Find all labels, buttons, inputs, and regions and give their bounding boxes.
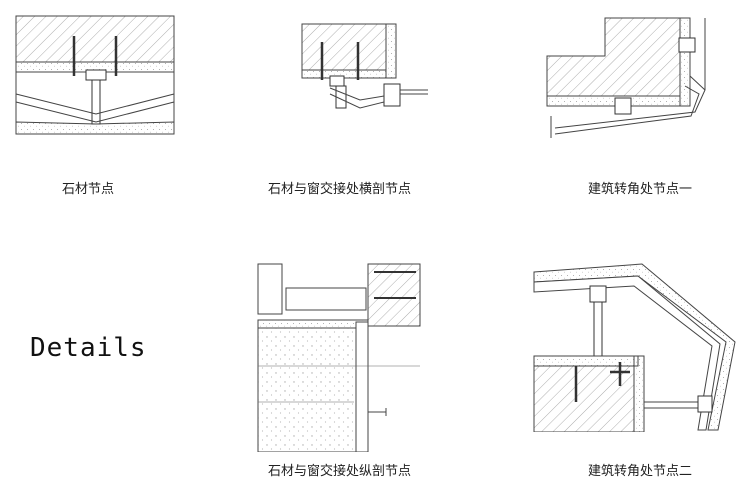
detail-stone-node xyxy=(14,14,176,136)
detail-corner-one xyxy=(545,16,710,141)
detail-caption-corner-one: 建筑转角处节点一 xyxy=(588,182,693,197)
detail-caption-window-horizontal: 石材与窗交接处横剖节点 xyxy=(268,182,412,197)
detail-corner-two-drawing xyxy=(533,263,736,432)
detail-corner-one-drawing xyxy=(546,17,706,138)
detail-caption-window-vertical: 石材与窗交接处纵剖节点 xyxy=(268,464,412,479)
details-heading: Details xyxy=(30,333,147,363)
detail-caption-corner-two: 建筑转角处节点二 xyxy=(588,464,693,479)
detail-window-horizontal-drawing xyxy=(301,23,428,109)
detail-caption-stone-node: 石材节点 xyxy=(62,182,115,197)
detail-stone-node-drawing xyxy=(15,15,175,135)
detail-window-horizontal xyxy=(300,22,430,122)
detail-corner-two xyxy=(530,262,740,432)
detail-window-vertical-drawing xyxy=(257,263,421,452)
detail-window-vertical xyxy=(256,262,422,452)
